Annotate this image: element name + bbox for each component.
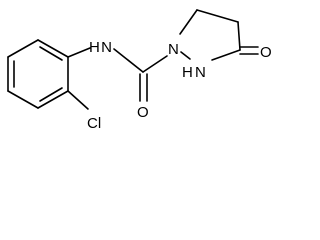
atom-label-ring-nh: N	[195, 64, 206, 81]
atom-label-ring-n1: N	[168, 41, 179, 58]
bond-c5-nh	[211, 49, 241, 61]
bond-nh-n1	[180, 51, 191, 60]
bond-benzene-4	[7, 90, 39, 109]
bond-carbonyl-ring-n	[142, 55, 168, 73]
atom-label-chlorine: Cl	[87, 115, 101, 132]
bond-benzene-double-2	[39, 87, 63, 102]
atom-label-amide-o: O	[137, 104, 149, 121]
bond-benzene-1	[37, 39, 69, 58]
bond-ch2-c5	[237, 21, 241, 51]
benzene-ring	[7, 39, 69, 109]
atom-label-ring-o: O	[260, 44, 272, 61]
bond-benzene-6	[7, 39, 39, 58]
atom-label-ring-nh-h: H	[182, 64, 193, 81]
bond-n1-ch2	[179, 9, 198, 35]
pyrazolidinone-ring	[179, 9, 259, 61]
bond-aryl-nh	[67, 47, 91, 58]
bond-aryl-cl	[67, 90, 89, 110]
bond-nh-carbonyl	[113, 48, 144, 73]
atom-label-amide-nh: H N	[89, 39, 112, 56]
bond-ch2-ch2	[196, 9, 239, 23]
bond-benzene-double-1	[39, 46, 63, 61]
chemical-structure-diagram: H N N N H O O Cl	[7, 9, 272, 132]
bond-benzene-3	[37, 90, 69, 109]
